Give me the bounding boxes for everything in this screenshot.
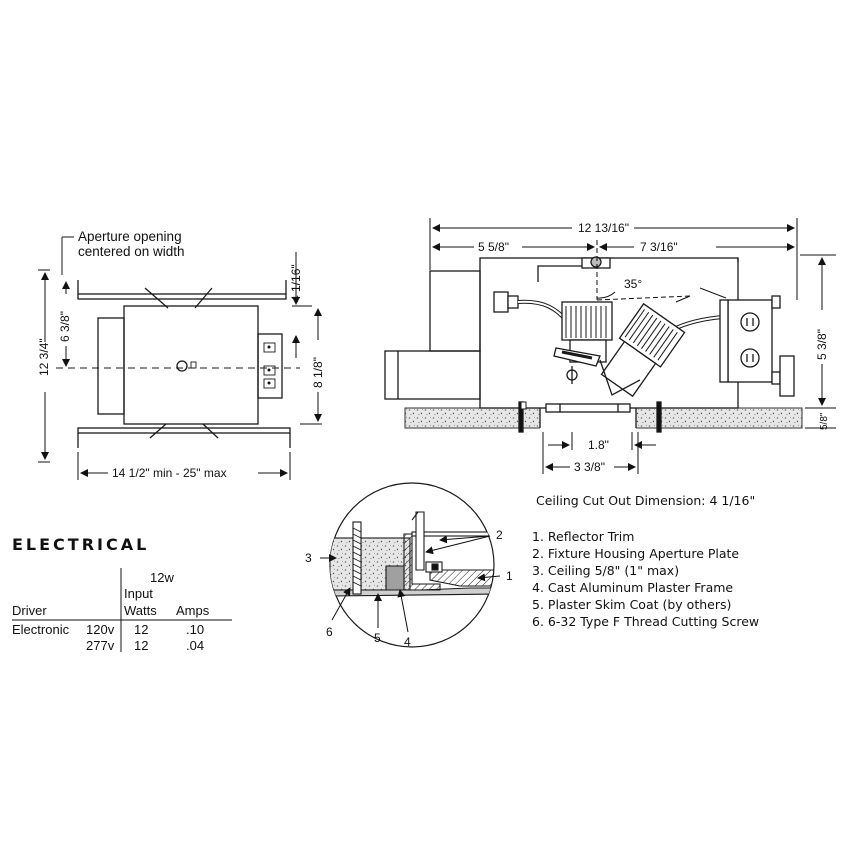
junction-box	[257, 333, 283, 399]
section-detail	[320, 482, 501, 648]
dim-overall-side: 12 13/16"	[578, 221, 629, 235]
parts-notes: 1. Reflector Trim 2. Fixture Housing Ape…	[532, 529, 759, 629]
callout-1: 1	[506, 569, 513, 583]
note-4: 4. Cast Aluminum Plaster Frame	[532, 580, 733, 595]
side-view-dimensions	[429, 218, 836, 474]
electrical-table: ELECTRICAL 12w Input Driver Watts Amps E…	[12, 535, 232, 653]
row2-watts: 12	[134, 638, 148, 653]
housing-left-flange	[97, 317, 125, 415]
electrical-wattage: 12w	[150, 570, 174, 585]
top-view	[56, 236, 300, 448]
note-6: 6. 6-32 Type F Thread Cutting Screw	[532, 614, 759, 629]
row2-voltage: 277v	[86, 638, 115, 653]
lamp-vertical	[561, 301, 613, 341]
row1-voltage: 120v	[86, 622, 115, 637]
note-5: 5. Plaster Skim Coat (by others)	[532, 597, 731, 612]
dim-frame-side: 3 3/8"	[574, 460, 605, 474]
dim-aperture-side: 1.8"	[588, 438, 609, 452]
driver-box	[429, 270, 481, 352]
aperture-note-line1: Aperture opening	[78, 229, 182, 244]
driver-box-lower	[384, 350, 481, 400]
row1-amps: .10	[186, 622, 204, 637]
callout-6: 6	[326, 625, 333, 639]
dim-right-top-view: 8 1/8"	[311, 357, 325, 388]
note-1: 1. Reflector Trim	[532, 529, 634, 544]
top-bar	[77, 293, 287, 300]
col-input-line1: Input	[124, 586, 153, 601]
callout-2: 2	[496, 528, 503, 542]
col-input-line2: Watts	[124, 603, 157, 618]
callout-5: 5	[374, 631, 381, 645]
dim-angle: 35°	[624, 277, 642, 291]
row2-amps: .04	[186, 638, 204, 653]
dim-right-side: 7 3/16"	[640, 240, 678, 254]
bottom-bar	[77, 427, 291, 434]
dim-right-top-top-view: 4 1/16"	[289, 264, 303, 302]
top-view-dimensions	[38, 252, 322, 480]
callout-3: 3	[305, 551, 312, 565]
side-junction-box	[727, 299, 773, 383]
callout-4: 4	[404, 635, 411, 649]
side-view	[384, 256, 803, 433]
electrical-heading: ELECTRICAL	[12, 535, 149, 554]
col-amps: Amps	[176, 603, 210, 618]
dim-height-top-view: 12 3/4"	[37, 338, 51, 376]
ceiling-cutout-dimension: Ceiling Cut Out Dimension: 4 1/16"	[536, 493, 755, 508]
row1-watts: 12	[134, 622, 148, 637]
aperture-center-mark	[176, 360, 188, 372]
col-driver: Driver	[12, 603, 47, 618]
note-2: 2. Fixture Housing Aperture Plate	[532, 546, 739, 561]
row1-driver: Electronic	[12, 622, 70, 637]
dim-left-side: 5 5/8"	[478, 240, 509, 254]
dim-width-top-view: 14 1/2" min - 25" max	[112, 466, 227, 480]
dim-height-side: 5 3/8"	[815, 329, 829, 360]
dim-inner-top-view: 6 3/8"	[58, 311, 72, 342]
dim-ceiling-side: 5/8"	[819, 412, 830, 430]
note-3: 3. Ceiling 5/8" (1" max)	[532, 563, 679, 578]
lamp-tilted	[600, 302, 686, 398]
aperture-note-line2: centered on width	[78, 244, 185, 259]
